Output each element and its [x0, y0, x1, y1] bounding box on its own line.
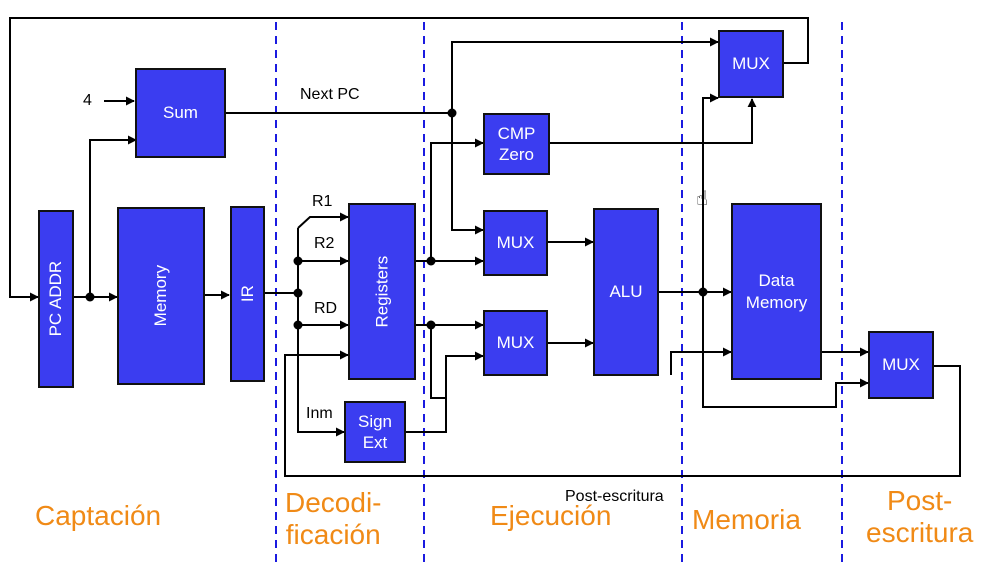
junction-reg1	[426, 256, 436, 266]
mux-a-label: MUX	[496, 233, 535, 253]
next-pc-label: Next PC	[300, 86, 360, 103]
junction-reg2	[426, 320, 436, 330]
wire-reg-cmp	[430, 138, 484, 261]
r2-label: R2	[314, 235, 335, 252]
ir-block: IR	[230, 206, 265, 382]
sum-block: Sum	[135, 68, 226, 158]
memory-block: Memory	[117, 207, 205, 385]
junction-pc	[85, 292, 95, 302]
mux-b-block: MUX	[483, 310, 548, 376]
wire-r1	[297, 212, 349, 229]
alu-label: ALU	[609, 282, 643, 302]
pc-addr-block: PC ADDR	[38, 210, 74, 388]
sign-ext-label: Sign Ext	[357, 411, 393, 452]
pc-addr-label: PC ADDR	[46, 261, 66, 337]
wire-alu-mux-wb	[702, 292, 869, 408]
wire-signext-mux	[406, 351, 484, 433]
mux-wb-label: MUX	[882, 355, 920, 375]
stage-captacion: Captación	[35, 500, 162, 531]
sum-label: Sum	[163, 103, 198, 123]
wire-alu-mux-top	[702, 93, 719, 292]
wire-reg-datamem	[430, 325, 447, 399]
rd-label: RD	[314, 300, 338, 317]
registers-label: Registers	[372, 255, 392, 328]
junction-r2	[293, 256, 303, 266]
wire-pc-sum	[89, 135, 137, 297]
junction-next-pc	[447, 108, 457, 118]
post-escritura-wire-label: Post-escritura	[565, 488, 664, 505]
inm-label: Inm	[306, 405, 333, 422]
four-label: 4	[83, 92, 92, 109]
junction-alu	[698, 287, 708, 297]
hand-pointer-icon: ☝	[696, 188, 709, 210]
wire-next-pc-up	[451, 37, 719, 113]
wire-cmp-mux	[550, 98, 757, 144]
data-memory-label: Data Memory	[745, 271, 808, 312]
cmp-zero-label: CMP Zero	[497, 123, 536, 164]
stage-decodificacion: Decodi- ficación	[285, 487, 382, 551]
memory-label: Memory	[151, 265, 171, 327]
mux-top-label: MUX	[732, 54, 770, 74]
mux-b-label: MUX	[496, 333, 535, 353]
mux-a-block: MUX	[483, 210, 548, 276]
alu-block: ALU	[593, 208, 659, 376]
stage-post-escritura: Post- escritura	[866, 485, 974, 549]
wire-next-pc-mux	[451, 113, 484, 235]
wire-post-escritura	[284, 350, 961, 477]
stage-ejecucion: Ejecución	[490, 500, 612, 531]
sign-ext-block: Sign Ext	[344, 401, 406, 463]
mux-wb-block: MUX	[868, 331, 934, 399]
data-memory-block: Data Memory	[731, 203, 822, 380]
ir-label: IR	[237, 285, 257, 303]
wire-store-data	[670, 347, 732, 375]
registers-block: Registers	[348, 203, 416, 380]
junction-ir	[293, 288, 303, 298]
cmp-zero-block: CMP Zero	[483, 113, 550, 175]
junction-rd	[293, 320, 303, 330]
wire-inm	[297, 325, 345, 437]
stage-memoria: Memoria	[692, 504, 801, 535]
r1-label: R1	[312, 193, 333, 210]
wire-pc-feedback	[9, 17, 809, 302]
mux-top-block: MUX	[718, 30, 784, 98]
